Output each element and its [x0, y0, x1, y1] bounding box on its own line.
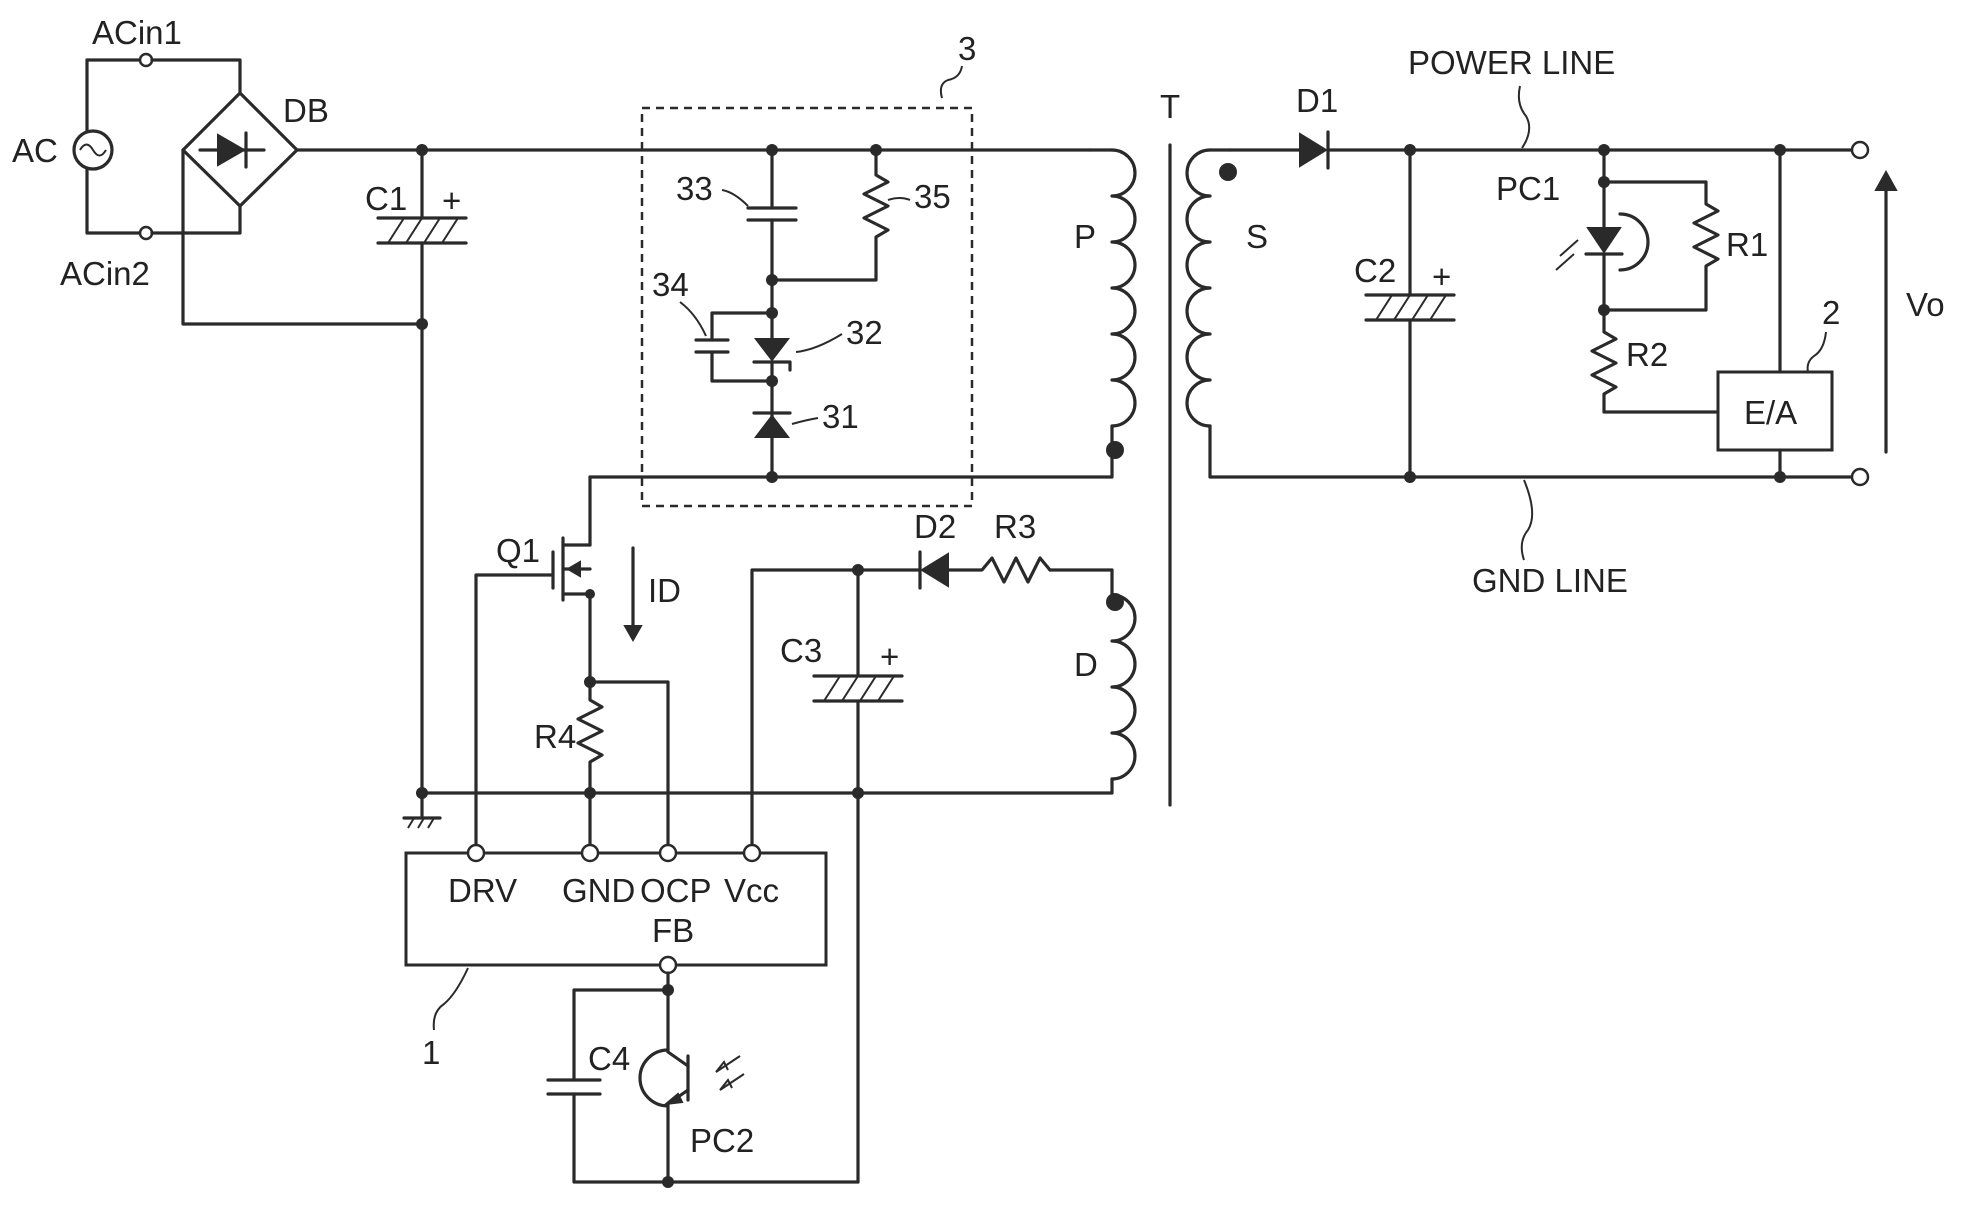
- pin-fb-label: FB: [652, 912, 694, 949]
- vo-label: Vo: [1906, 286, 1945, 323]
- feedback-network: C4 PC2: [548, 973, 858, 1188]
- c4-label: C4: [588, 1040, 630, 1077]
- resistor-r4: R4: [534, 676, 668, 847]
- control-ic-box: [406, 853, 826, 965]
- capacitor-c1: C1 +: [365, 150, 466, 790]
- aux-label: D: [1074, 646, 1098, 683]
- transformer-t: P T S D: [422, 88, 1860, 805]
- aux-polarity-dot: [1106, 593, 1124, 611]
- secondary-label: S: [1246, 218, 1268, 255]
- d1-label: D1: [1296, 82, 1338, 119]
- ea-ref-label: 2: [1822, 294, 1840, 331]
- c2-plus: +: [1432, 258, 1451, 295]
- pc1-optocoupler-arc: [1620, 214, 1648, 270]
- r1-label: R1: [1726, 226, 1768, 263]
- block3-label: 3: [958, 30, 976, 67]
- ac-label: AC: [12, 132, 58, 169]
- snubber-block-3: 3 33 35 34 32 31: [642, 30, 976, 506]
- r2-label: R2: [1626, 336, 1668, 373]
- pin-drv: [468, 845, 484, 861]
- pin-drv-label: DRV: [448, 872, 517, 909]
- c33-label: 33: [676, 170, 713, 207]
- pin-ocp-label: OCP: [640, 872, 712, 909]
- control-ic-1: DRV GND OCP Vcc FB 1: [406, 845, 826, 1071]
- c1-label: C1: [365, 180, 407, 217]
- c3-label: C3: [780, 632, 822, 669]
- c2-label: C2: [1354, 252, 1396, 289]
- ic-ref-label: 1: [422, 1034, 440, 1071]
- c1-plus: +: [442, 182, 461, 219]
- power-line-label: POWER LINE: [1408, 44, 1615, 81]
- primary-label: P: [1074, 218, 1096, 255]
- pc2-label: PC2: [690, 1122, 754, 1159]
- d31-label: 31: [822, 398, 859, 435]
- acin1-terminal: [140, 54, 152, 66]
- id-label: ID: [648, 572, 681, 609]
- pc2-optocoupler-arc: [640, 1050, 668, 1106]
- d2-label: D2: [914, 508, 956, 545]
- secondary-polarity-dot: [1219, 163, 1237, 181]
- z32-label: 32: [846, 314, 883, 351]
- acin1-label: ACin1: [92, 14, 182, 51]
- q1-label: Q1: [496, 532, 540, 569]
- high-voltage-rail: [416, 144, 1090, 156]
- pin-vcc: [744, 845, 760, 861]
- transformer-label: T: [1160, 88, 1180, 125]
- vout-positive-terminal: [1852, 142, 1868, 158]
- aux-supply: D2 R3 C3 +: [752, 508, 1112, 1182]
- acin2-terminal: [140, 227, 152, 239]
- pin-gnd: [582, 845, 598, 861]
- r35-label: 35: [914, 178, 951, 215]
- vout-negative-terminal: [1852, 469, 1868, 485]
- pin-vcc-label: Vcc: [724, 872, 779, 909]
- pin-ocp: [660, 845, 676, 861]
- pc1-label: PC1: [1496, 170, 1560, 207]
- ac-source: AC ACin1 ACin2: [12, 14, 240, 292]
- pin-gnd-label: GND: [562, 872, 635, 909]
- r3-label: R3: [994, 508, 1036, 545]
- primary-polarity-dot: [1106, 441, 1124, 459]
- gnd-line-label: GND LINE: [1472, 562, 1628, 599]
- acin2-label: ACin2: [60, 255, 150, 292]
- db-label: DB: [283, 92, 329, 129]
- pin-fb: [660, 957, 676, 973]
- c34-label: 34: [652, 266, 689, 303]
- c3-plus: +: [880, 638, 899, 675]
- r4-label: R4: [534, 718, 576, 755]
- ea-label: E/A: [1744, 394, 1797, 431]
- secondary-output: D1 POWER LINE GND LINE C2 + PC1 R1: [1230, 44, 1945, 599]
